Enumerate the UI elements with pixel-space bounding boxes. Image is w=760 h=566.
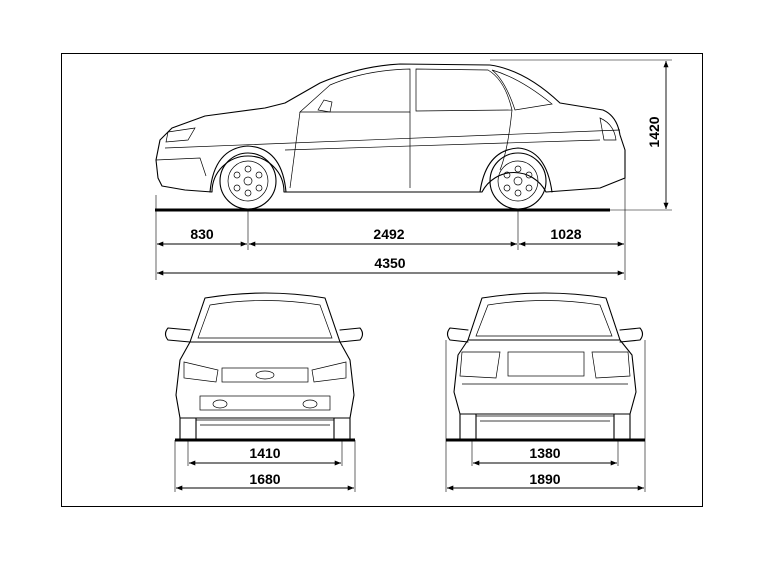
rear-view-dimensions: 1380 1890 bbox=[445, 340, 646, 492]
front-width-label: 1680 bbox=[249, 471, 280, 487]
rear-view-car bbox=[446, 292, 645, 442]
rear-overhang-label: 1028 bbox=[550, 226, 581, 242]
rear-track-label: 1380 bbox=[529, 445, 560, 461]
rear-wheel bbox=[489, 152, 547, 210]
height-label: 1420 bbox=[646, 116, 662, 147]
drawing-frame bbox=[61, 53, 703, 507]
front-wheel bbox=[219, 152, 277, 210]
front-view-dimensions: 1410 1680 bbox=[174, 440, 356, 492]
front-overhang-label: 830 bbox=[190, 226, 214, 242]
rear-width-label: 1890 bbox=[529, 471, 560, 487]
front-track-label: 1410 bbox=[249, 445, 280, 461]
side-view-car bbox=[155, 63, 626, 212]
wheelbase-label: 2492 bbox=[373, 226, 404, 242]
side-view-dimensions: 830 2492 1028 4350 1420 bbox=[155, 59, 672, 280]
front-view-car bbox=[164, 292, 364, 442]
overall-length-label: 4350 bbox=[374, 255, 405, 271]
